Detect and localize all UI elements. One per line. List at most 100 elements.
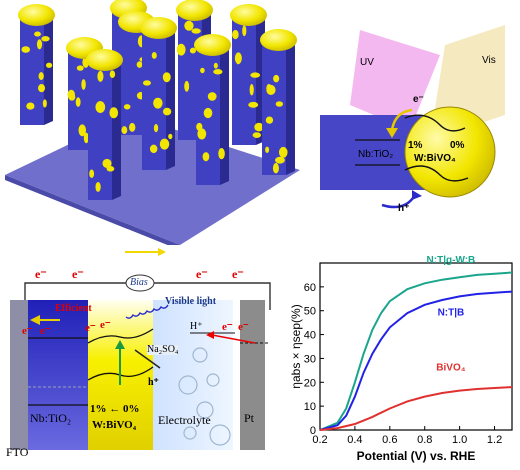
- bivo4-particle: [248, 101, 259, 108]
- pct-1-label: 1%: [408, 140, 423, 151]
- y-tick-label: 50: [304, 306, 316, 318]
- bivo4-particle: [37, 84, 46, 93]
- bivo4-particle: [76, 65, 84, 71]
- pct-0-label: 0%: [450, 140, 465, 151]
- bias-label: Bias: [130, 277, 148, 288]
- bivo4-particle: [275, 101, 284, 107]
- y-tick-label: 30: [304, 353, 316, 365]
- y-tick-label: 60: [304, 282, 316, 294]
- bivo4-particle: [123, 104, 131, 110]
- bivo4-particle: [272, 162, 279, 174]
- x-tick-label: 1.2: [487, 434, 502, 446]
- nb-tio2-layer: [28, 300, 88, 450]
- vis-label: Vis: [482, 55, 496, 66]
- electron-label: e⁻: [222, 321, 233, 333]
- series-label: BiVO₄: [436, 362, 465, 373]
- bivo4-particle: [149, 144, 158, 154]
- electron-label: e⁻: [35, 267, 47, 281]
- bivo4-particle: [97, 70, 104, 82]
- bivo4-particle: [81, 79, 86, 90]
- bivo4-particle: [203, 107, 213, 119]
- bivo4-particle: [162, 72, 171, 83]
- bivo4-particle: [21, 46, 31, 53]
- hole-label: h⁺: [148, 377, 159, 388]
- bivo4-particle: [109, 107, 119, 119]
- nanorod: [230, 4, 267, 145]
- bivo4-particle: [78, 124, 86, 137]
- efficient-label: Efficient: [55, 303, 92, 314]
- bivo4-cap: [86, 49, 123, 71]
- w-bivo4-label: W:BiVO₄: [92, 419, 137, 431]
- pt-electrode: [240, 300, 265, 450]
- bivo4-cap: [260, 29, 297, 51]
- bivo4-particle: [232, 29, 239, 40]
- electron-label: e⁻: [196, 267, 208, 281]
- bivo4-particle: [42, 99, 47, 108]
- nanorod-array-illustration: [5, 0, 300, 245]
- y-tick-label: 20: [304, 377, 316, 389]
- bivo4-particle: [184, 80, 190, 92]
- electron-label: e⁻: [238, 321, 249, 333]
- electron-transfer-arrow: [390, 108, 413, 131]
- bivo4-particle: [207, 92, 217, 101]
- bivo4-particle: [254, 122, 264, 132]
- series-line: [319, 290, 513, 431]
- nanorod: [194, 34, 231, 185]
- bivo4-particle: [265, 116, 274, 124]
- bivo4-particle: [41, 36, 50, 42]
- bivo4-particle: [168, 133, 173, 140]
- bivo4-particle: [83, 132, 89, 144]
- bivo4-particle: [278, 146, 288, 158]
- w-bivo4-label: W:BiVO₄: [414, 153, 456, 164]
- bivo4-particle: [36, 39, 43, 50]
- pct-gradient-label: 1% ← 0%: [90, 403, 140, 415]
- bivo4-particle: [273, 74, 280, 83]
- nb-tio2-label: Nb:TiO₂: [358, 149, 393, 160]
- gas-bubbles: [178, 347, 231, 446]
- electron-label: e⁻: [413, 94, 424, 105]
- bivo4-particle: [95, 181, 101, 192]
- bivo4-cap: [18, 4, 55, 26]
- heterojunction-schematic: UV Vis e⁻ h⁺ Nb:TiO₂ 1% 0% W:BiVO₄: [320, 25, 505, 214]
- bivo4-cap: [176, 0, 213, 21]
- bivo4-particle: [250, 72, 261, 78]
- y-tick-label: 0: [310, 425, 316, 437]
- bivo4-particle: [34, 31, 41, 37]
- bivo4-particle: [75, 97, 81, 107]
- series-line: [319, 271, 513, 431]
- electron-label: e⁻: [85, 322, 96, 334]
- bivo4-particle: [252, 132, 262, 138]
- bivo4-particle: [106, 166, 115, 172]
- bivo4-particle: [26, 102, 35, 110]
- bivo4-particle: [197, 128, 207, 140]
- bivo4-particle: [266, 84, 276, 96]
- bivo4-cap: [230, 4, 267, 26]
- bivo4-particle: [153, 97, 163, 109]
- bivo4-cap: [140, 17, 177, 39]
- y-tick-label: 40: [304, 330, 316, 342]
- nanorod: [18, 4, 55, 125]
- bivo4-particle: [275, 156, 285, 164]
- bivo4-particle: [159, 138, 170, 150]
- bivo4-particle: [213, 69, 223, 75]
- x-tick-label: 0.8: [417, 434, 432, 446]
- fto-layer: [10, 300, 28, 450]
- bivo4-particle: [38, 72, 44, 81]
- bivo4-particle: [136, 61, 143, 68]
- na2so4-label: Na₂SO₄: [147, 344, 179, 355]
- plot-frame: [319, 262, 513, 431]
- nanorod: [86, 49, 123, 200]
- series-label: N:T|B: [438, 307, 465, 318]
- bivo4-particle: [213, 62, 218, 69]
- series-label: N:T|g-W:B: [427, 255, 476, 266]
- electrolyte-label: Electrolyte: [158, 413, 211, 427]
- bivo4-particle: [68, 93, 76, 101]
- bivo4-particle: [153, 124, 159, 133]
- series-line: [319, 386, 513, 431]
- y-tick-label: 10: [304, 401, 316, 413]
- bivo4-particle: [121, 126, 128, 135]
- visible-light-label: Visible light: [165, 296, 217, 307]
- bivo4-particle: [249, 84, 254, 96]
- nanorod: [260, 29, 297, 175]
